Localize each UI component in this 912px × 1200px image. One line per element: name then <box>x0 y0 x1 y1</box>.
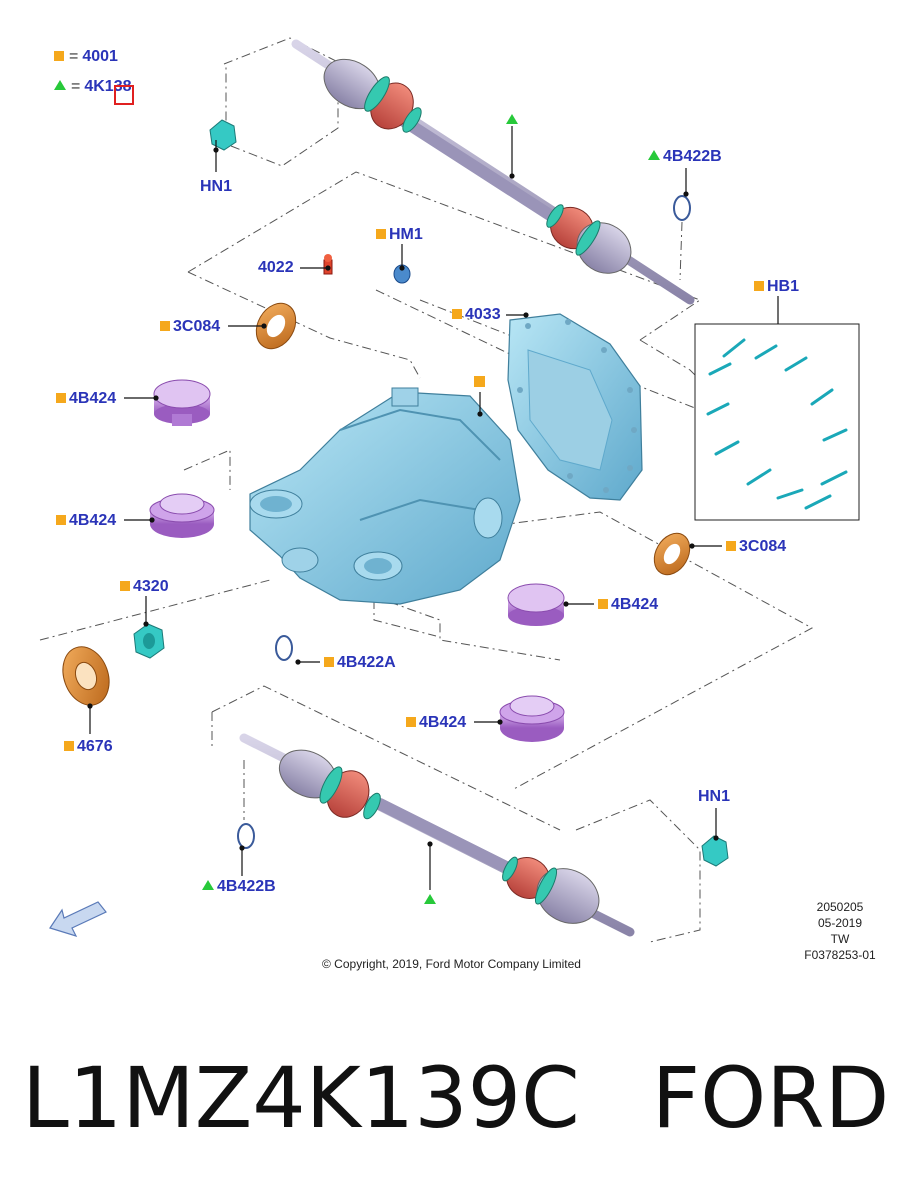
label-4320[interactable]: 4320 <box>120 578 169 596</box>
square-icon <box>324 657 334 667</box>
triangle-icon <box>648 150 660 160</box>
square-icon <box>754 281 764 291</box>
bearing-cup-right <box>499 695 565 742</box>
bearing-cup-left <box>149 493 215 538</box>
meta-line-1: 2050205 <box>816 900 864 914</box>
square-icon <box>64 741 74 751</box>
label-3c084-right[interactable]: 3C084 <box>726 538 786 556</box>
label-hn1-bottom[interactable]: HN1 <box>698 788 731 805</box>
meta-line-4: F0378253-01 <box>804 948 876 962</box>
lower-halfshaft <box>239 733 635 937</box>
label-4b422a[interactable]: 4B422A <box>324 654 396 672</box>
square-icon <box>598 599 608 609</box>
square-icon <box>160 321 170 331</box>
label-4b424-3[interactable]: 4B424 <box>598 596 658 614</box>
label-4676[interactable]: 4676 <box>64 738 113 756</box>
part-number: L1MZ4K139C <box>22 1049 580 1147</box>
highlight-box <box>114 85 134 105</box>
upper-halfshaft <box>291 39 695 305</box>
label-4033[interactable]: 4033 <box>452 306 501 324</box>
copyright-text: © Copyright, 2019, Ford Motor Company Li… <box>322 957 581 971</box>
brand-name: FORD <box>651 1049 890 1147</box>
square-icon <box>452 309 462 319</box>
square-icon <box>56 393 66 403</box>
label-4b424-1[interactable]: 4B424 <box>56 390 116 408</box>
label-4022[interactable]: 4022 <box>258 259 294 276</box>
rear-cover <box>507 313 643 501</box>
leader-lines <box>87 126 779 890</box>
label-4b422b-top[interactable]: 4B422B <box>648 148 722 166</box>
meta-line-3: TW <box>830 932 850 946</box>
meta-line-2: 05-2019 <box>817 916 863 930</box>
legend-triangle-code: 4K138 <box>84 78 132 95</box>
triangle-marker-upper <box>506 114 518 124</box>
hub-nut-top <box>209 119 237 151</box>
label-hm1[interactable]: HM1 <box>376 226 423 244</box>
label-hn1-top[interactable]: HN1 <box>200 178 233 195</box>
square-icon <box>406 717 416 727</box>
square-marker-housing <box>474 376 485 387</box>
triangle-icon <box>202 880 214 890</box>
bolt-kit-box <box>694 323 860 521</box>
triangle-legend-icon <box>54 80 66 90</box>
triangle-marker-lower <box>424 894 436 904</box>
label-hb1[interactable]: HB1 <box>754 278 799 296</box>
product-caption: L1MZ4K139C FORD <box>22 1048 889 1148</box>
pinion-nut <box>133 623 165 659</box>
square-legend-icon <box>54 51 64 61</box>
hub-nut-bottom <box>701 835 729 867</box>
exploded-parts-diagram <box>39 37 860 943</box>
differential-housing <box>249 387 521 605</box>
illustration-meta: 2050205 05-2019 TW F0378253-01 <box>800 900 880 962</box>
pinion-seal <box>62 646 110 706</box>
label-4b424-2[interactable]: 4B424 <box>56 512 116 530</box>
legend-triangle: =4K138 <box>54 78 132 96</box>
oil-seal-right <box>653 532 691 576</box>
oil-seal-left <box>255 302 297 350</box>
square-icon <box>726 541 736 551</box>
bearing-cap-top-left <box>153 379 211 426</box>
view-direction-arrow-icon <box>49 901 107 937</box>
bearing-cap-right <box>507 583 565 626</box>
legend-square: =4001 <box>54 48 118 66</box>
label-4b424-4[interactable]: 4B424 <box>406 714 466 732</box>
square-icon <box>56 515 66 525</box>
square-icon <box>376 229 386 239</box>
square-icon <box>120 581 130 591</box>
label-3c084-left[interactable]: 3C084 <box>160 318 220 336</box>
snap-rings <box>237 195 691 849</box>
breather-vent <box>323 254 333 275</box>
legend-square-code: 4001 <box>82 48 118 65</box>
label-4b422b-bottom[interactable]: 4B422B <box>202 878 276 896</box>
